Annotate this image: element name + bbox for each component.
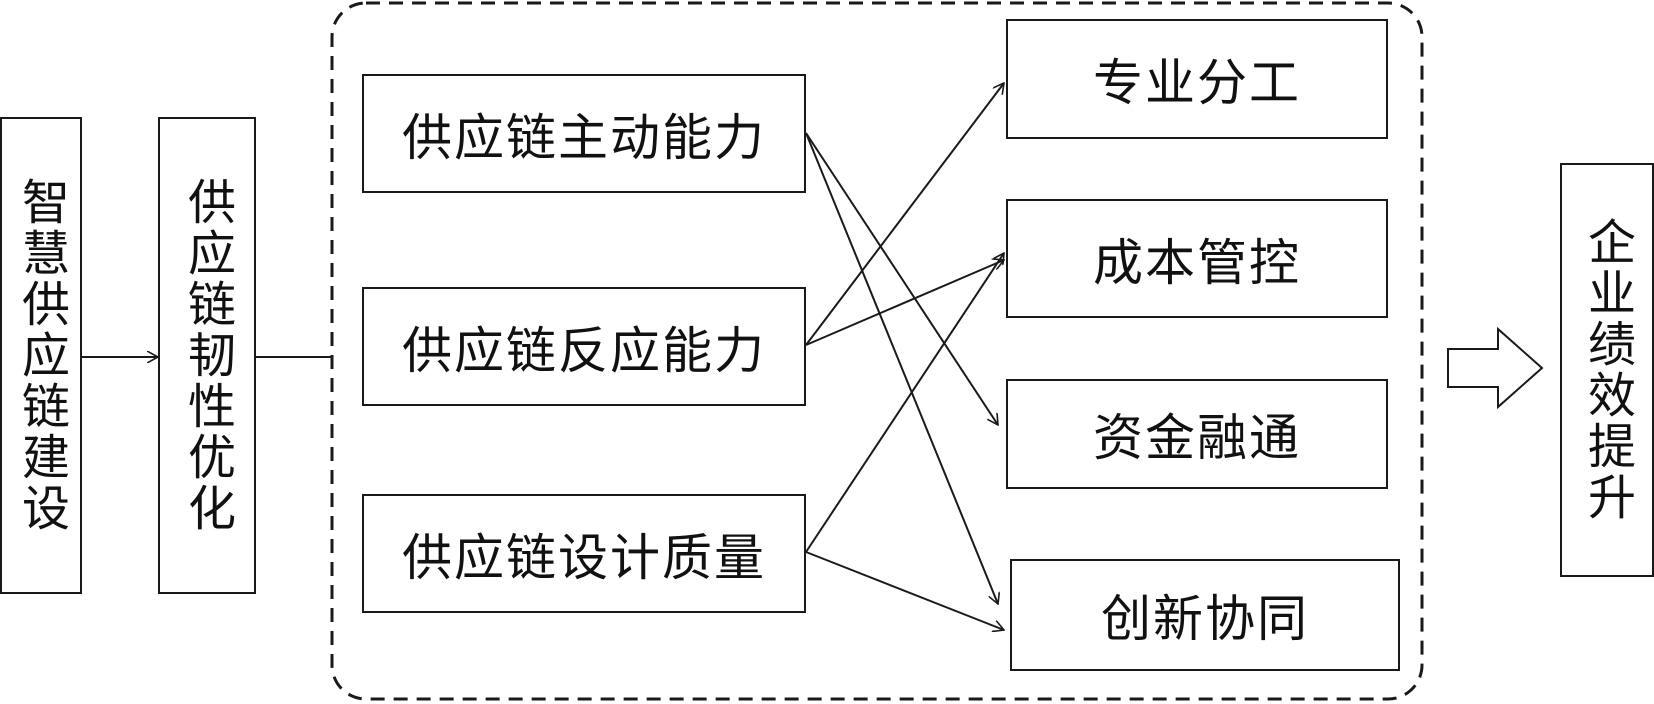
outcome-box-innovation: 创新协同 [1010, 559, 1400, 671]
outcome-label: 专业分工 [1093, 54, 1301, 112]
resilience-box: 供应链韧性优化 [158, 117, 256, 594]
outcome-label: 资金融通 [1093, 409, 1301, 467]
link-proactive-to-financing [805, 132, 998, 425]
link-reactive-to-specialization [805, 83, 1004, 346]
outcome-box-financing: 资金融通 [1006, 379, 1388, 489]
smart-supply-chain-label: 智慧供应链建设 [13, 177, 69, 534]
outcome-box-specialization: 专业分工 [1006, 19, 1388, 139]
capability-label: 供应链主动能力 [402, 108, 766, 167]
capability-box-proactive: 供应链主动能力 [362, 74, 806, 193]
performance-label: 企业绩效提升 [1579, 217, 1635, 523]
outcome-box-cost-control: 成本管控 [1006, 199, 1388, 318]
resilience-label: 供应链韧性优化 [179, 177, 235, 534]
link-design-to-innovation [805, 551, 1004, 630]
capability-group-frame [330, 1, 1424, 701]
link-design-to-cost [805, 253, 1004, 553]
capability-label: 供应链设计质量 [402, 528, 766, 587]
link-reactive-to-cost [805, 260, 1004, 346]
link-arrows [805, 83, 1004, 630]
capability-box-design: 供应链设计质量 [362, 494, 806, 613]
outcome-label: 创新协同 [1101, 590, 1309, 648]
block-arrow-icon [1447, 326, 1544, 410]
capability-box-reactive: 供应链反应能力 [362, 287, 806, 406]
outcome-label: 成本管控 [1093, 233, 1301, 292]
capability-label: 供应链反应能力 [402, 321, 766, 380]
performance-box: 企业绩效提升 [1560, 163, 1654, 577]
smart-supply-chain-box: 智慧供应链建设 [0, 117, 82, 594]
link-proactive-to-innovation [805, 132, 998, 604]
